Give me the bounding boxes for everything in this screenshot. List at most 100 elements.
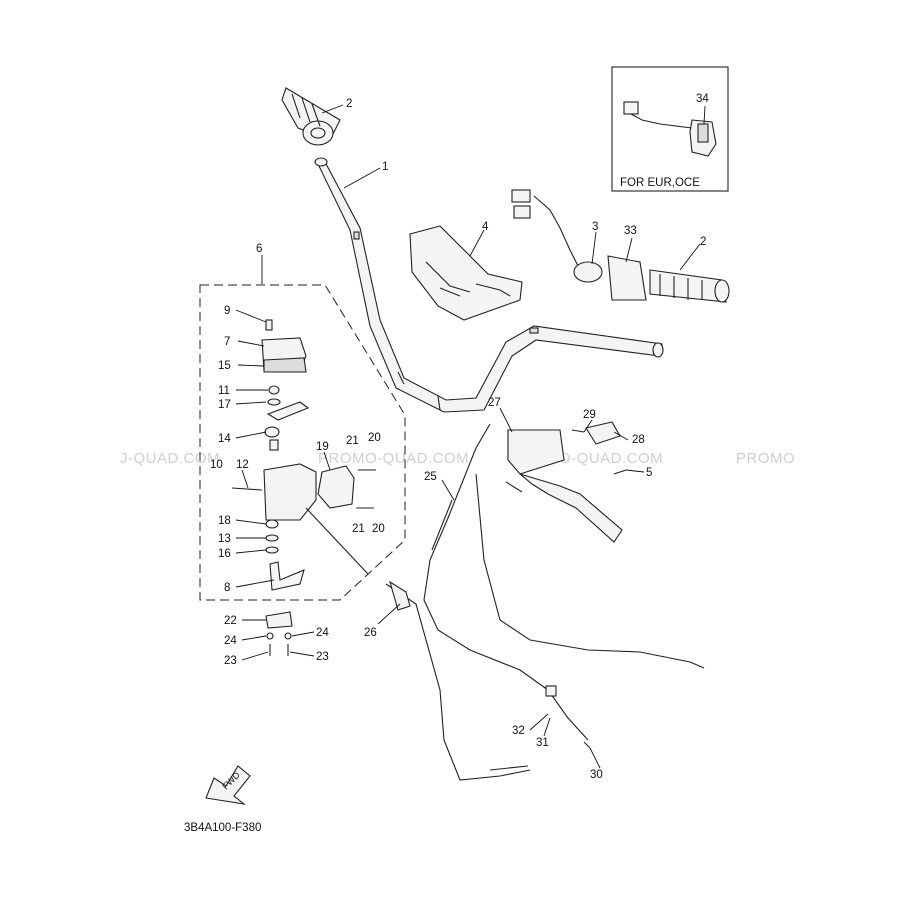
washer-16 <box>265 546 279 554</box>
callout: 24 <box>316 627 329 639</box>
callout: 16 <box>218 548 231 560</box>
bar-marks <box>397 371 441 411</box>
washer-24 <box>284 632 292 640</box>
throttle-wire <box>533 195 581 271</box>
callouts: 2 1 2 3 33 4 34 6 9 7 15 11 17 14 10 12 … <box>210 93 709 781</box>
callout: 17 <box>218 399 231 411</box>
right-grip-end <box>714 279 730 303</box>
callout: 23 <box>316 651 329 663</box>
watermark-text: J-QUAD.COM <box>120 450 220 467</box>
lever-bracket <box>266 401 310 421</box>
grip-hole <box>310 127 326 139</box>
screw-10 <box>231 487 263 491</box>
connector <box>511 189 531 203</box>
callout: 21 <box>346 435 359 447</box>
bar-mark <box>353 231 360 240</box>
callout: 7 <box>224 336 230 348</box>
callout: 15 <box>218 360 231 372</box>
spring-29 <box>571 429 585 433</box>
bar-mark <box>529 327 539 334</box>
cables <box>305 423 705 781</box>
callout: 18 <box>218 515 231 527</box>
callout: 19 <box>316 441 329 453</box>
callout: 22 <box>224 615 237 627</box>
fwd-arrow-icon <box>205 765 251 805</box>
brake-lever-assembly <box>505 421 627 543</box>
gasket-15 <box>263 357 307 373</box>
bushing <box>269 439 279 451</box>
handlebar <box>314 157 664 413</box>
callout: 24 <box>224 635 237 647</box>
callout: 29 <box>583 409 596 421</box>
diagram-code: 3B4A100-F380 <box>184 822 261 834</box>
throttle-collar <box>573 261 603 283</box>
callout: 20 <box>368 432 381 444</box>
cable-26 <box>385 583 531 781</box>
cable-boot <box>389 580 411 611</box>
cable-25 <box>429 423 491 561</box>
switch-lever <box>697 123 709 143</box>
callout: 2 <box>346 98 352 110</box>
callout: 21 <box>352 523 365 535</box>
callout: 12 <box>236 459 249 471</box>
cable-26-upper <box>305 507 369 575</box>
inset-caption: FOR EUR,OCE <box>620 177 700 189</box>
switch-body <box>263 463 317 521</box>
cable-25-lower <box>423 559 549 691</box>
cover-detail <box>425 261 471 297</box>
bolt <box>505 481 523 493</box>
spring-14 <box>264 426 280 438</box>
lever-8 <box>269 561 305 591</box>
cable-routing <box>475 473 691 663</box>
callout: 25 <box>424 471 437 483</box>
left-grip <box>281 87 341 146</box>
callout: 10 <box>210 459 223 471</box>
callout: 1 <box>382 161 388 173</box>
callout: 27 <box>488 397 501 409</box>
bolt-30 <box>583 741 591 749</box>
nut-11 <box>268 385 280 395</box>
cable-end <box>489 765 529 771</box>
callout: 34 <box>696 93 709 105</box>
grip-ribs <box>291 93 321 127</box>
wire <box>630 113 693 129</box>
callout: 20 <box>372 523 385 535</box>
callout: 9 <box>224 305 230 317</box>
connector-plug <box>623 101 639 115</box>
master-cylinder <box>507 429 565 475</box>
inset-box-eur-oce: FOR EUR,OCE <box>611 66 729 192</box>
callout: 26 <box>364 627 377 639</box>
connector <box>513 205 531 219</box>
watermark-text: PROMO <box>736 450 795 467</box>
callout: 5 <box>646 467 652 479</box>
callout: 2 <box>700 236 706 248</box>
right-grip-assembly <box>511 189 730 303</box>
grip-ribs <box>659 274 703 300</box>
callout: 32 <box>512 725 525 737</box>
screw-21 <box>356 469 376 509</box>
callout: 3 <box>592 221 598 233</box>
callout: 33 <box>624 225 637 237</box>
lower-clamp-parts <box>265 611 293 656</box>
dashed-boundary <box>199 284 406 601</box>
watermark-text: PROMO-QUAD.COM <box>318 450 469 467</box>
cover-body <box>409 225 523 321</box>
seal-18 <box>265 519 279 529</box>
bolt-23 <box>269 644 289 656</box>
switch-assembly-box <box>199 284 406 601</box>
callout: 8 <box>224 582 230 594</box>
cover-detail <box>475 283 511 297</box>
inset-frame <box>611 66 729 192</box>
callout: 13 <box>218 533 231 545</box>
fwd-arrow: FWD <box>205 765 251 805</box>
callout: 23 <box>224 655 237 667</box>
callout: 14 <box>218 433 231 445</box>
callout: 28 <box>632 434 645 446</box>
washer-24 <box>266 632 274 640</box>
handlebar-cover <box>409 225 523 321</box>
cable-adjuster-31 <box>545 685 557 697</box>
switch-28 <box>585 421 621 445</box>
clamp-22 <box>265 611 293 629</box>
brake-lever <box>519 473 623 543</box>
